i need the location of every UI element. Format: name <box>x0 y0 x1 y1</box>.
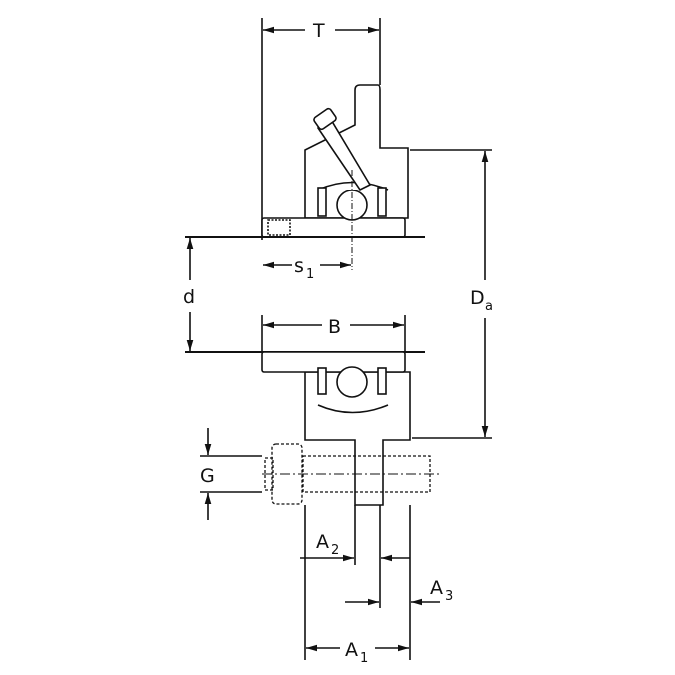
label-s1: s <box>294 255 304 277</box>
label-T: T <box>312 20 325 42</box>
dimension-B <box>261 315 406 352</box>
label-Da-sub: a <box>485 299 493 314</box>
lower-housing-section <box>261 351 411 506</box>
label-s1-sub: 1 <box>306 267 314 282</box>
label-d: d <box>183 286 195 308</box>
dimension-G <box>200 428 262 520</box>
dimension-T <box>261 18 381 240</box>
label-B: B <box>328 316 341 338</box>
grease-nipple <box>313 107 372 192</box>
label-A1: A <box>345 639 358 661</box>
label-G: G <box>200 465 215 487</box>
label-A2-sub: 2 <box>331 543 339 558</box>
label-Da: D <box>470 287 485 309</box>
label-A3-sub: 3 <box>445 589 453 604</box>
label-A1-sub: 1 <box>360 651 368 666</box>
dimension-A2 <box>300 505 411 660</box>
label-A3: A <box>430 577 443 599</box>
label-A2: A <box>316 531 329 553</box>
top-housing-section <box>261 84 409 238</box>
